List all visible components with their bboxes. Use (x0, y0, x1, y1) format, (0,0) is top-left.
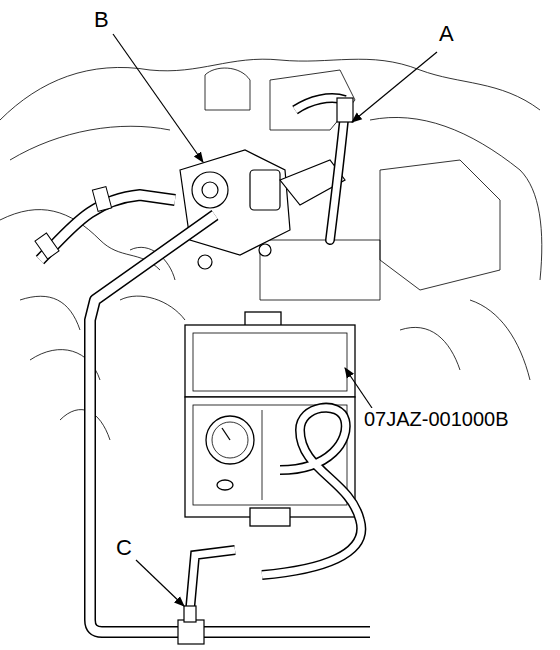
hose-clamp (337, 98, 353, 122)
engine-background (0, 59, 542, 440)
tool-number: 07JAZ-001000B (362, 408, 511, 430)
hose-clamp (92, 187, 111, 212)
hose-clamp (35, 233, 59, 259)
callout-letter: C (114, 536, 134, 560)
tester-hose (190, 408, 361, 610)
tester-hose (90, 215, 370, 632)
t-fitting (178, 606, 204, 644)
tester-case (185, 312, 355, 526)
valve-part (180, 150, 345, 269)
callout-letter: B (92, 8, 111, 32)
callout-letter: A (437, 22, 456, 46)
leader-line (113, 34, 437, 606)
